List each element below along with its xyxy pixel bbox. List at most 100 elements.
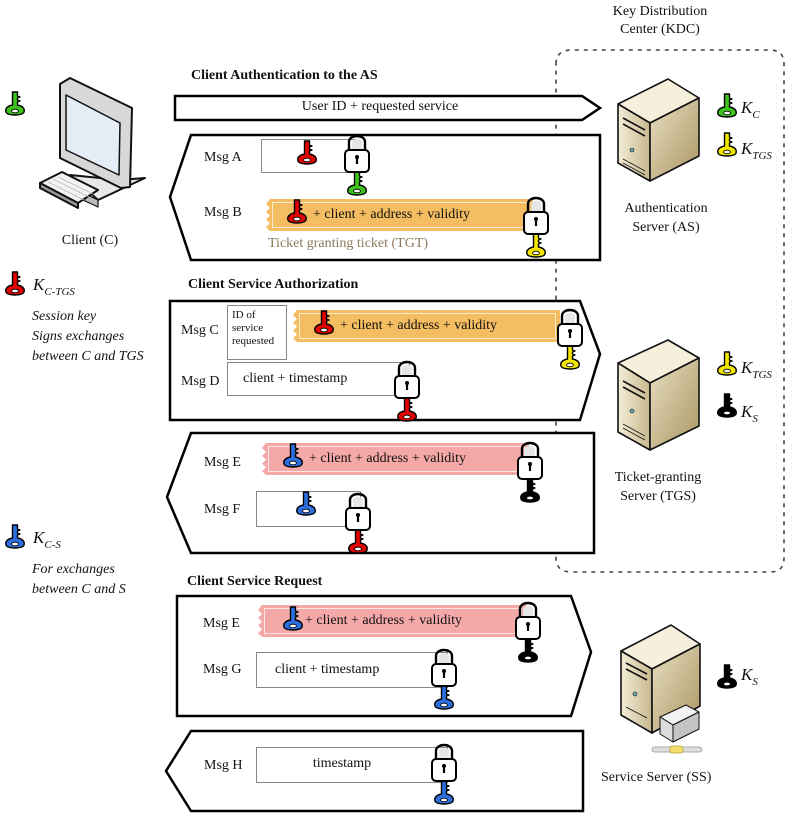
kcs-desc-line2: between C and S: [32, 582, 126, 597]
kdc-title-line1: Key Distribution: [612, 4, 708, 19]
kcs-description: For exchanges between C and S: [32, 560, 126, 600]
msg-c-label: Msg C: [181, 323, 219, 338]
ss-label: Service Server (SS): [601, 770, 712, 785]
tgt-ticket: + client + address + validity: [266, 199, 533, 231]
msg-e2-kcs-key-icon: [283, 606, 303, 631]
msg-e1-lock-icon: [517, 441, 543, 480]
as-kc-label: KC: [741, 98, 760, 121]
msg-d-lock-icon: [394, 360, 420, 399]
msg-e2-lock-icon: [515, 601, 541, 640]
msg-g-lock-icon: [431, 648, 457, 687]
msg-e1-kcs-key-icon: [283, 443, 303, 468]
as-label: Authentication Server (AS): [606, 199, 726, 237]
ss-ks-sub: S: [752, 676, 758, 688]
ss-ks-main: K: [741, 665, 753, 684]
msg-d-label: Msg D: [181, 374, 220, 389]
tgs-ks-main: K: [741, 402, 753, 421]
legend-kctgs-key-icon: [5, 271, 25, 296]
kcs-desc-line1: For exchanges: [32, 562, 115, 577]
ss-server-icon: [620, 624, 703, 754]
kdc-title: Key Distribution Center (KDC): [590, 4, 730, 38]
msg-h-content: timestamp: [312, 756, 372, 771]
msg-b-label: Msg B: [204, 205, 242, 220]
kctgs-main: K: [33, 275, 45, 294]
msg-b-kctgs-key-icon: [287, 199, 307, 224]
msg-g-content: client + timestamp: [275, 662, 380, 677]
msg-g-box: client + timestamp: [256, 652, 448, 688]
section-title-request: Client Service Request: [187, 574, 323, 589]
kctgs-sub: C-TGS: [44, 286, 75, 298]
msg-d-content: client + timestamp: [243, 371, 348, 386]
as-server-icon: [617, 78, 700, 182]
msg-e-ticket-1: + client + address + validity: [262, 443, 529, 475]
legend-kcs-key-icon: [5, 524, 25, 549]
auth-request-arrow: [173, 94, 603, 122]
tgs-ktgs-sub: TGS: [752, 369, 772, 381]
msg-c-id-line3: requested: [232, 335, 275, 347]
tgt-caption: Ticket granting ticket (TGT): [268, 236, 429, 251]
msg-c-key-icon: [560, 345, 580, 370]
msg-h-box: timestamp: [256, 747, 448, 783]
msg-a-label: Msg A: [204, 150, 242, 165]
tgs-ks-sub: S: [752, 413, 758, 425]
msg-b-content: + client + address + validity: [313, 207, 471, 222]
kcs-sub: C-S: [44, 539, 61, 551]
tgs-label-line1: Ticket-granting: [614, 470, 702, 485]
kcs-main: K: [33, 528, 45, 547]
tgs-ktgs-key-icon: [717, 351, 737, 376]
kctgs-label: KC-TGS: [33, 275, 75, 298]
as-label-line2: Server (AS): [632, 220, 700, 235]
msg-c-id-box: ID of service requested: [227, 305, 287, 360]
as-kc-sub: C: [752, 109, 760, 121]
section-title-auth: Client Authentication to the AS: [191, 68, 378, 83]
msg-d-key-icon: [397, 397, 417, 422]
msg-h-lock-icon: [431, 743, 457, 782]
client-kc-key-icon: [5, 91, 25, 116]
msg-h-key-icon: [434, 780, 454, 805]
msg-b-key-icon: [526, 233, 546, 258]
as-ktgs-main: K: [741, 139, 753, 158]
kcs-label: KC-S: [33, 528, 61, 551]
kdc-title-line2: Center (KDC): [620, 22, 700, 37]
tgs-server-icon: [617, 339, 700, 451]
as-ktgs-key-icon: [717, 132, 737, 157]
tgs-ktgs-main: K: [741, 358, 753, 377]
kctgs-desc-line1: Session key: [32, 309, 97, 324]
msg-e-label-1: Msg E: [204, 455, 241, 470]
auth-request-text: User ID + requested service: [301, 99, 459, 114]
msg-e-ticket-2: + client + address + validity: [258, 605, 526, 637]
tgs-label-line2: Server (TGS): [620, 489, 696, 504]
msg-b-lock-icon: [523, 196, 549, 235]
as-ktgs-label: KTGS: [741, 139, 772, 162]
as-ktgs-sub: TGS: [752, 150, 772, 162]
msg-d-box: client + timestamp: [227, 362, 410, 396]
ss-ks-label: KS: [741, 665, 758, 688]
msg-e-content-2: + client + address + validity: [305, 613, 463, 628]
msg-a-lock-icon: [344, 134, 370, 173]
tgs-ktgs-label: KTGS: [741, 358, 772, 381]
msg-c-lock-icon: [557, 308, 583, 347]
msg-f-key-icon: [348, 529, 368, 554]
msg-c-ticket: + client + address + validity: [293, 310, 560, 342]
as-label-line1: Authentication: [624, 201, 708, 216]
msg-g-label: Msg G: [203, 662, 242, 677]
msg-f-label: Msg F: [204, 502, 241, 517]
msg-a-kctgs-key-icon: [297, 140, 317, 165]
msg-c-content: + client + address + validity: [340, 318, 498, 333]
as-kc-main: K: [741, 98, 753, 117]
msg-c-kctgs-key-icon: [314, 310, 334, 335]
tgs-ks-label: KS: [741, 402, 758, 425]
msg-f-kcs-key-icon: [296, 491, 316, 516]
section-title-authorization: Client Service Authorization: [188, 277, 359, 292]
kctgs-desc-line2: Signs exchanges: [32, 329, 125, 344]
msg-f-lock-icon: [345, 492, 371, 531]
msg-a-key-icon: [347, 171, 367, 196]
msg-e-content-1: + client + address + validity: [309, 451, 467, 466]
msg-c-id-line2: service: [232, 322, 264, 334]
msg-c-id-line1: ID of: [232, 309, 256, 321]
ss-ks-key-icon: [717, 664, 737, 689]
